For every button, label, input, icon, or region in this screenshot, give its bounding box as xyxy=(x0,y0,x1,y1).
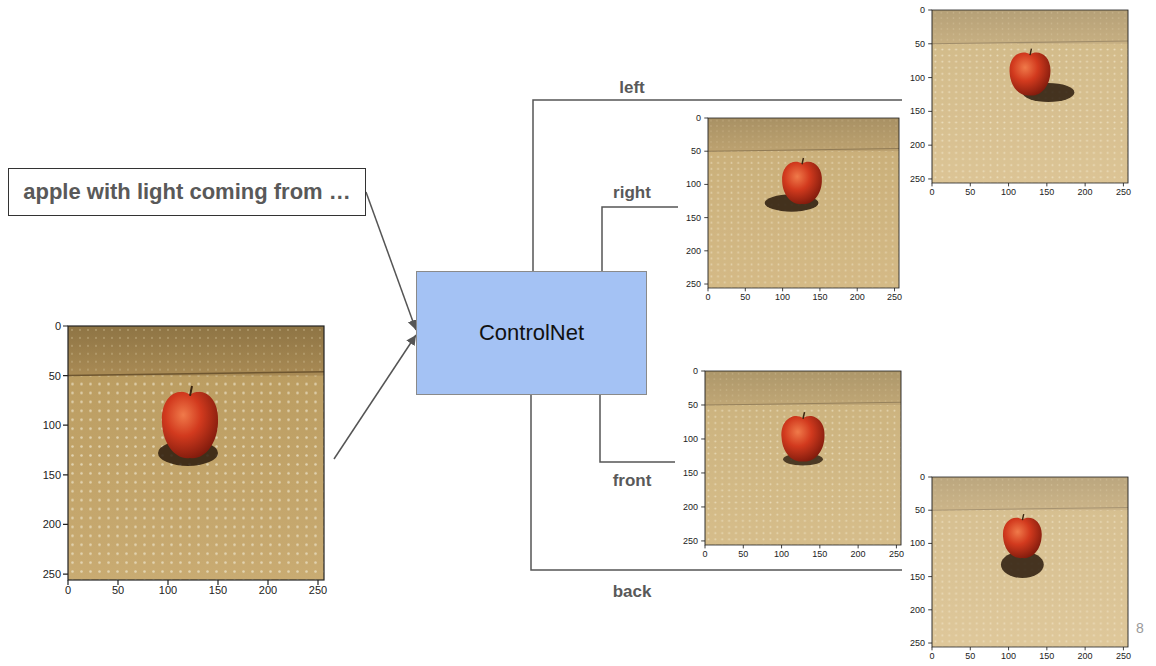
edge-label: right xyxy=(610,183,654,203)
x-tick-label: 50 xyxy=(112,585,124,596)
plot-image: 0 50 100 150 200 250 0 50 100 150 200 250 xyxy=(902,469,1138,666)
output-image-right xyxy=(704,118,899,291)
x-tick-label: 100 xyxy=(775,293,790,302)
x-tick-label: 100 xyxy=(774,550,789,559)
edge-label: left xyxy=(616,78,648,98)
y-tick-label: 0 xyxy=(55,321,61,332)
y-tick-label: 0 xyxy=(693,367,698,376)
y-tick-label: 0 xyxy=(920,473,925,482)
y-tick-label: 150 xyxy=(686,213,701,222)
x-tick-label: 100 xyxy=(1001,188,1016,197)
y-tick-label: 200 xyxy=(686,246,701,255)
edge-label: front xyxy=(610,471,655,491)
x-tick-label: 200 xyxy=(850,293,865,302)
y-tick-label: 250 xyxy=(43,569,61,580)
x-tick-label: 0 xyxy=(929,652,934,661)
connector xyxy=(366,192,416,330)
y-tick-label: 50 xyxy=(688,400,698,409)
y-tick-label: 250 xyxy=(686,280,701,289)
x-tick-label: 250 xyxy=(309,585,327,596)
prompt-text: apple with light coming from … xyxy=(23,179,351,205)
x-tick-label: 0 xyxy=(65,585,71,596)
connector xyxy=(600,395,675,462)
x-tick-label: 250 xyxy=(887,293,902,302)
y-tick-label: 0 xyxy=(920,6,925,15)
x-tick-label: 250 xyxy=(1116,652,1131,661)
x-tick-label: 200 xyxy=(1078,188,1093,197)
y-tick-label: 150 xyxy=(43,469,61,480)
x-tick-label: 0 xyxy=(702,550,707,559)
model-box: ControlNet xyxy=(416,271,647,395)
x-tick-label: 100 xyxy=(159,585,177,596)
plot-image: 0 50 100 150 200 250 0 50 100 150 200 250 xyxy=(675,363,911,569)
y-tick-label: 50 xyxy=(915,39,925,48)
y-tick-label: 250 xyxy=(910,639,925,648)
y-tick-label: 150 xyxy=(910,107,925,116)
plot-image: 0 50 100 150 200 250 0 50 100 150 200 250 xyxy=(678,110,909,312)
y-tick-label: 0 xyxy=(696,114,701,123)
x-tick-label: 150 xyxy=(1039,188,1054,197)
output-image-front xyxy=(701,371,901,548)
x-tick-label: 200 xyxy=(1078,652,1093,661)
x-tick-label: 0 xyxy=(705,293,710,302)
y-tick-label: 100 xyxy=(43,420,61,431)
x-tick-label: 150 xyxy=(812,293,827,302)
y-tick-label: 150 xyxy=(683,468,698,477)
x-tick-label: 50 xyxy=(738,550,748,559)
x-tick-label: 150 xyxy=(209,585,227,596)
y-tick-label: 150 xyxy=(910,572,925,581)
y-tick-label: 200 xyxy=(910,141,925,150)
y-tick-label: 100 xyxy=(910,539,925,548)
y-tick-label: 250 xyxy=(683,536,698,545)
plot-image: 0 50 100 150 200 250 0 50 100 150 200 250 xyxy=(902,2,1138,207)
y-tick-label: 100 xyxy=(683,434,698,443)
x-tick-label: 200 xyxy=(851,550,866,559)
y-tick-label: 200 xyxy=(910,605,925,614)
y-tick-label: 50 xyxy=(49,370,61,381)
prompt-box: apple with light coming from … xyxy=(8,168,366,216)
plot-image: 0 50 100 150 200 250 0 50 100 150 200 250 xyxy=(38,318,334,604)
x-tick-label: 50 xyxy=(965,652,975,661)
x-tick-label: 150 xyxy=(812,550,827,559)
connector xyxy=(533,100,902,271)
x-tick-label: 100 xyxy=(1001,652,1016,661)
model-name: ControlNet xyxy=(479,320,584,346)
y-tick-label: 200 xyxy=(43,519,61,530)
x-tick-label: 50 xyxy=(740,293,750,302)
x-tick-label: 50 xyxy=(965,188,975,197)
edge-label: back xyxy=(610,582,655,602)
y-tick-label: 250 xyxy=(910,174,925,183)
y-tick-label: 100 xyxy=(910,73,925,82)
y-tick-label: 100 xyxy=(686,180,701,189)
page-number: 8 xyxy=(1136,620,1144,636)
connector xyxy=(602,207,678,271)
y-tick-label: 50 xyxy=(691,147,701,156)
connector xyxy=(531,395,902,570)
x-tick-label: 0 xyxy=(929,188,934,197)
x-tick-label: 200 xyxy=(259,585,277,596)
x-tick-label: 250 xyxy=(889,550,904,559)
connector xyxy=(334,335,416,459)
y-tick-label: 50 xyxy=(915,506,925,515)
output-image-back xyxy=(928,477,1128,650)
x-tick-label: 250 xyxy=(1116,188,1131,197)
output-image-left xyxy=(928,10,1128,186)
x-tick-label: 150 xyxy=(1039,652,1054,661)
y-tick-label: 200 xyxy=(683,502,698,511)
input-image xyxy=(63,326,324,585)
